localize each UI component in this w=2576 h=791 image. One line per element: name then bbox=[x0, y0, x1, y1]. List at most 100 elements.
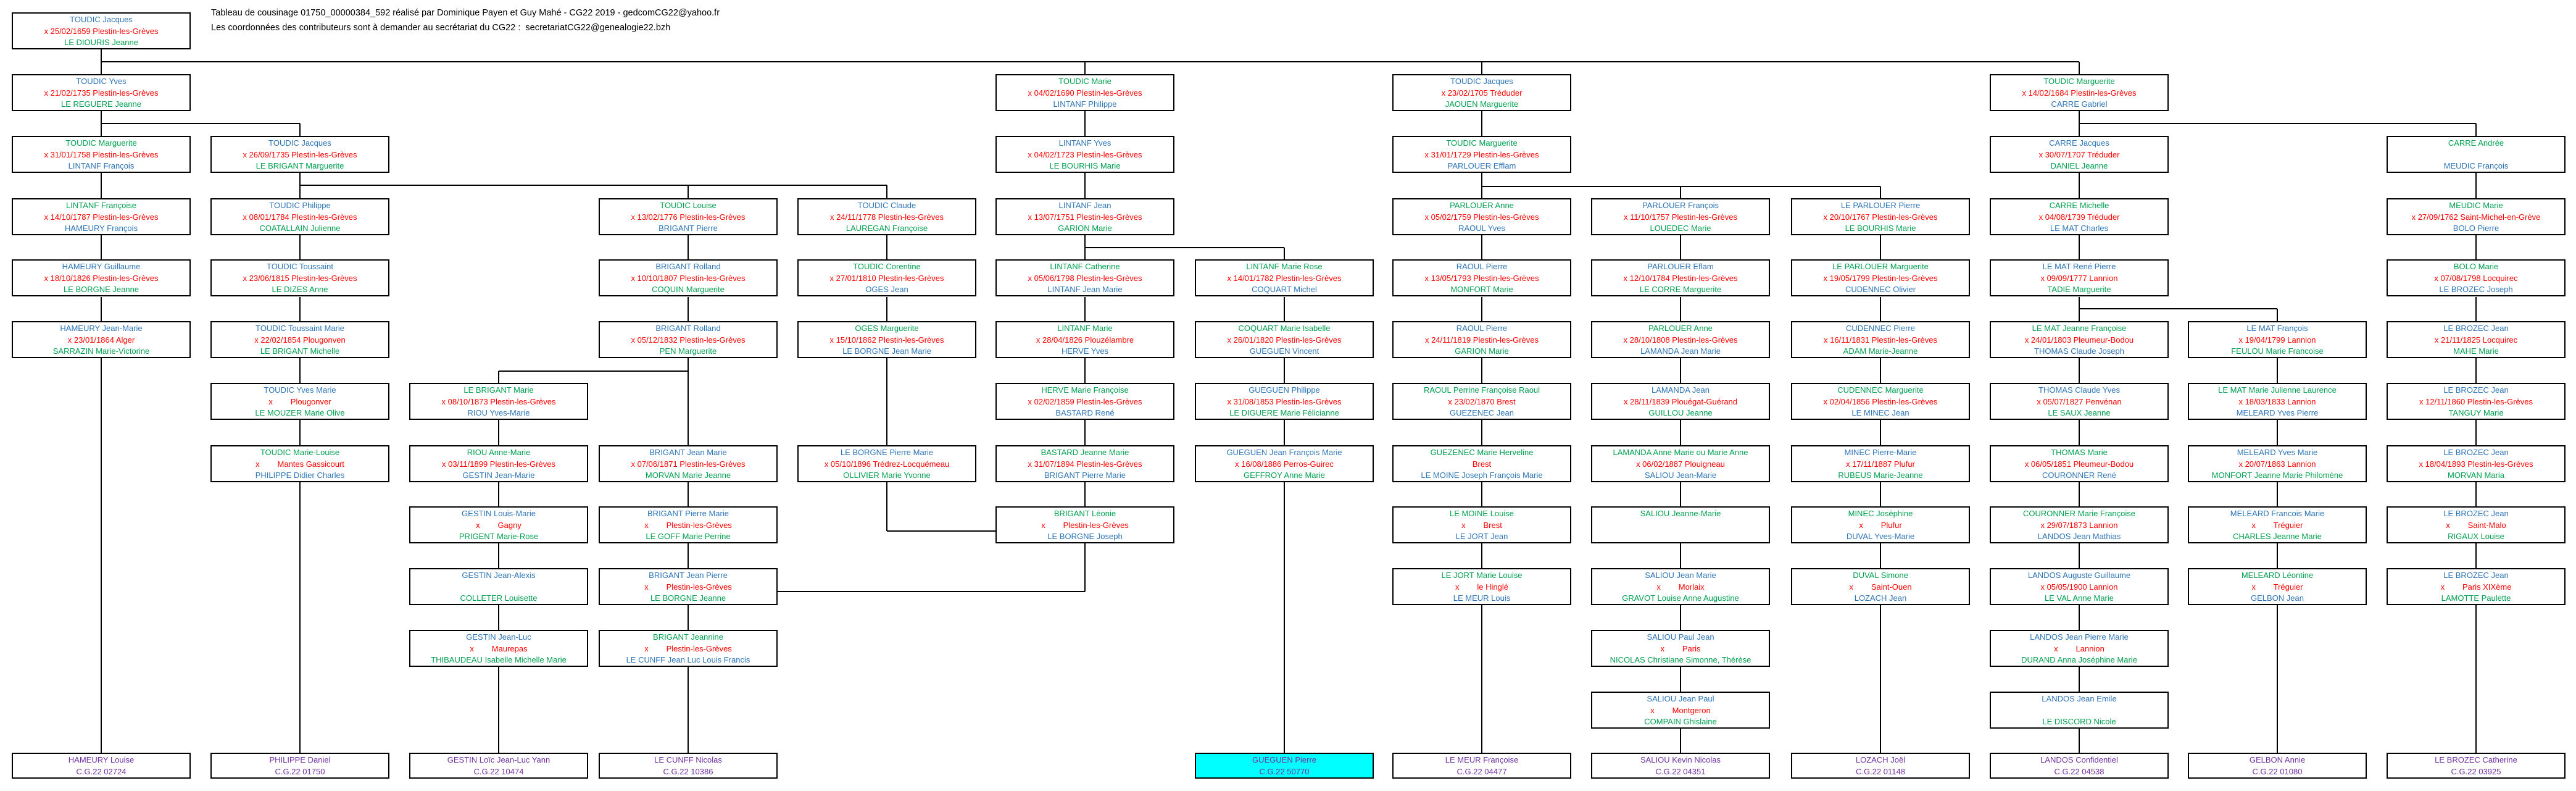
person-box-line: GUEGUEN Jean François Marie bbox=[1226, 448, 1342, 457]
person-box-line: x 31/07/1894 Plestin-les-Grèves bbox=[1028, 459, 1142, 469]
person-box-line: x 14/10/1787 Plestin-les-Grèves bbox=[44, 212, 159, 222]
person-box-line: LAMANDA Anne Marie ou Marie Anne bbox=[1613, 448, 1748, 457]
person-box-line: THOMAS Claude Joseph bbox=[2034, 346, 2124, 356]
person-box-line: LINTANF Marie bbox=[1057, 324, 1113, 333]
person-box-line: PARLOUER Efflam bbox=[1447, 161, 1516, 171]
person-box-line: x 12/11/1860 Plestin-les-Grèves bbox=[2419, 396, 2533, 406]
person-box-line: MONFORT Jeanne Marie Philomène bbox=[2211, 471, 2343, 480]
person-box-line: MELEARD Yves Pierre bbox=[2236, 408, 2319, 418]
person-box-line: TOUDIC Louise bbox=[660, 201, 717, 210]
person-box-line: BRIGANT Jean Pierre bbox=[649, 571, 728, 580]
person-box-line: OGES Jean bbox=[865, 285, 908, 295]
person-box-line: PHILIPPE Didier Charles bbox=[255, 471, 345, 480]
person-box-line: TOUDIC Claude bbox=[857, 201, 916, 210]
person-box-line: COQUART Marie Isabelle bbox=[1238, 324, 1331, 333]
person-box-line: RIGAUX Louise bbox=[2448, 532, 2504, 542]
person-box-line: COURONNER Marie Françoise bbox=[2022, 509, 2136, 518]
person-box-line: GUILLOU Jeanne bbox=[1648, 408, 1713, 418]
person-box-line: TOUDIC Yves bbox=[76, 77, 127, 86]
person-box-line: LE MAT François bbox=[2246, 324, 2308, 333]
person-box-line: x 15/10/1862 Plestin-les-Grèves bbox=[829, 335, 944, 345]
person-box-line: SALIOU Jeanne-Marie bbox=[1640, 509, 1721, 518]
person-box-line: LE MAT Charles bbox=[2050, 224, 2109, 233]
person-box-line: x Lannion bbox=[2054, 643, 2104, 653]
person-box-line: DURAND Anna Joséphine Marie bbox=[2021, 655, 2137, 665]
person-box-line: MINEC Pierre-Marie bbox=[1844, 448, 1917, 457]
person-box-line: BOLO Pierre bbox=[2453, 224, 2499, 233]
person-box-line: x Plestin-les-Grèves bbox=[644, 643, 732, 653]
person-box-line: TOUDIC Jacques bbox=[268, 138, 331, 148]
person-box-line: GESTIN Jean-Marie bbox=[462, 471, 535, 480]
person-box-line: x Mantes Gassicourt bbox=[256, 459, 344, 469]
person-box-line: x 10/10/1807 Plestin-les-Grèves bbox=[631, 273, 746, 283]
person-box-line: LE MAT Marie Julienne Laurence bbox=[2218, 385, 2337, 395]
person-box-line: TOUDIC Toussaint bbox=[267, 262, 333, 271]
person-box-line: SALIOU Jean Paul bbox=[1647, 694, 1714, 703]
person-box-line: x 18/03/1833 Lannion bbox=[2238, 396, 2316, 406]
person-box-line: LE BORGNE Jeanne bbox=[650, 593, 726, 603]
person-box-line: x 20/07/1863 Lannion bbox=[2238, 459, 2316, 469]
summary-name: HAMEURY Louise bbox=[68, 755, 135, 764]
person-box-line: TOUDIC Marie-Louise bbox=[260, 448, 340, 457]
person-box-line: x 24/11/1819 Plestin-les-Grèves bbox=[1424, 335, 1539, 345]
person-box-line: x 05/07/1827 Penvénan bbox=[2037, 396, 2122, 406]
summary-name: LOZACH Joël bbox=[1855, 755, 1906, 764]
person-box-line: GUEGUEN Vincent bbox=[1249, 346, 1319, 356]
summary-ref-number: C.G.22 01148 bbox=[1856, 767, 1905, 776]
person-box-line: MELEARD Yves Marie bbox=[2237, 448, 2318, 457]
person-box-line: x 17/11/1887 Plufur bbox=[1846, 459, 1915, 469]
person-box-line: LE MOINE Joseph François Marie bbox=[1421, 471, 1543, 480]
person-box-line: RUBEUS Marie-Jeanne bbox=[1838, 471, 1923, 480]
person-box-line: TOUDIC Jacques bbox=[70, 15, 133, 24]
person-box-line: x 28/11/1839 Plouégat-Guérand bbox=[1623, 396, 1738, 406]
person-box-line: LE MAT René Pierre bbox=[2042, 262, 2116, 271]
person-box-line: x 18/10/1826 Plestin-les-Grèves bbox=[44, 273, 159, 283]
person-box-line: x 07/08/1798 Locquirec bbox=[2434, 273, 2518, 283]
person-box-line: LOZACH Jean bbox=[1854, 593, 1907, 603]
person-box-line: LE MINEC Jean bbox=[1851, 408, 1909, 418]
person-box-line: x Plougonver bbox=[268, 396, 331, 406]
summary-name: LE MEUR Françoise bbox=[1445, 755, 1519, 764]
person-box-line: x 11/10/1757 Plestin-les-Grèves bbox=[1623, 212, 1738, 222]
person-box-line: x Tréguier bbox=[2251, 520, 2303, 530]
person-box-line: BRIGANT Pierre bbox=[659, 224, 718, 233]
person-box-line: BRIGANT Pierre Marie bbox=[647, 509, 729, 518]
person-box-line: LE BORGNE Jeanne bbox=[63, 285, 139, 295]
person-box-line: BRIGANT Jean Marie bbox=[649, 448, 727, 457]
person-box-line: x Brest bbox=[1461, 520, 1502, 530]
person-box-line bbox=[410, 581, 587, 593]
person-box-line: LINTANF François bbox=[68, 161, 135, 171]
person-box-line: MORVAN Marie Jeanne bbox=[645, 471, 731, 480]
person-box-line: LINTANF Yves bbox=[1058, 138, 1111, 148]
person-box-line: x 08/01/1784 Plestin-les-Grèves bbox=[243, 212, 357, 222]
person-box-line: RAOUL Pierre bbox=[1456, 262, 1508, 271]
person-box-line: LE GOFF Marie Perrine bbox=[646, 532, 731, 542]
person-box-line: x 16/08/1886 Perros-Guirec bbox=[1235, 459, 1334, 469]
person-box-line: x 26/01/1820 Plestin-les-Grèves bbox=[1227, 335, 1342, 345]
person-box-line: HAMEURY Guillaume bbox=[62, 262, 141, 271]
